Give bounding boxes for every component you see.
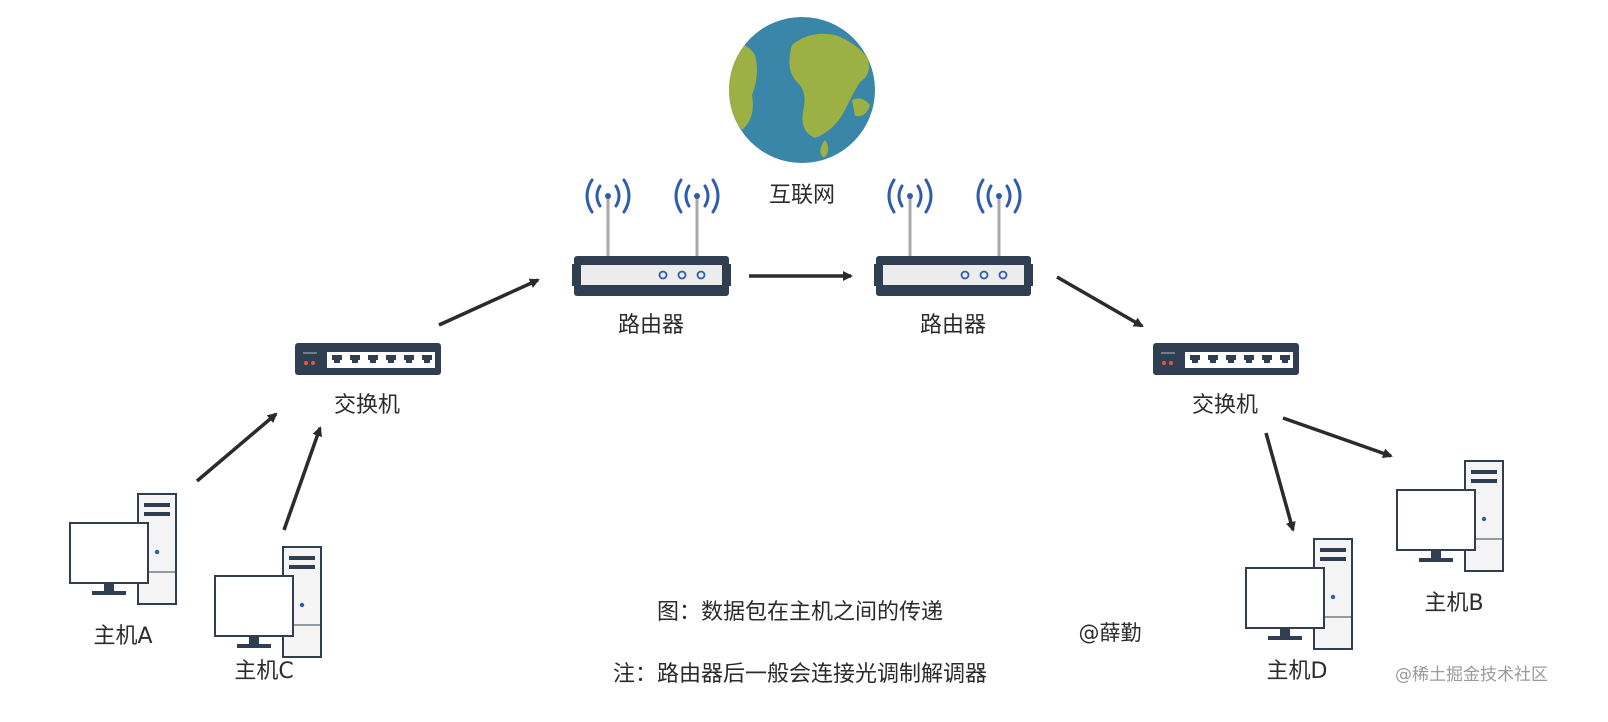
switch-icon	[295, 343, 441, 375]
arrow-router-to-switch	[1056, 275, 1144, 328]
host-d-label: 主机D	[1267, 659, 1328, 684]
host-c-label: 主机C	[234, 659, 293, 684]
desktop-pc-icon	[214, 546, 322, 658]
arrow-switch-to-host-b	[1282, 416, 1393, 459]
desktop-pc-icon	[1245, 538, 1353, 650]
router-icon	[570, 178, 733, 298]
host-a-label: 主机A	[93, 624, 152, 649]
arrow-switch-to-host-d	[1264, 432, 1296, 532]
switch-right-label: 交换机	[1192, 393, 1258, 418]
watermark: @稀土掘金技术社区	[1395, 665, 1548, 685]
author-credit: @薛勤	[1079, 621, 1142, 645]
router-left-label: 路由器	[618, 313, 684, 338]
host-b-label: 主机B	[1424, 591, 1483, 616]
arrow-host-c-to-switch	[282, 426, 323, 531]
internet-label: 互联网	[769, 183, 835, 208]
diagram-caption: 图：数据包在主机之间的传递	[657, 600, 943, 625]
switch-left-label: 交换机	[334, 393, 400, 418]
globe-icon	[729, 17, 875, 163]
arrow-host-a-to-switch	[195, 412, 278, 483]
router-icon	[872, 178, 1035, 298]
switch-icon	[1153, 343, 1299, 375]
desktop-pc-icon	[69, 493, 177, 605]
diagram-note: 注：路由器后一般会连接光调制解调器	[613, 662, 987, 687]
arrow-switch-to-router	[438, 278, 540, 327]
router-right-label: 路由器	[920, 313, 986, 338]
desktop-pc-icon	[1396, 460, 1504, 572]
